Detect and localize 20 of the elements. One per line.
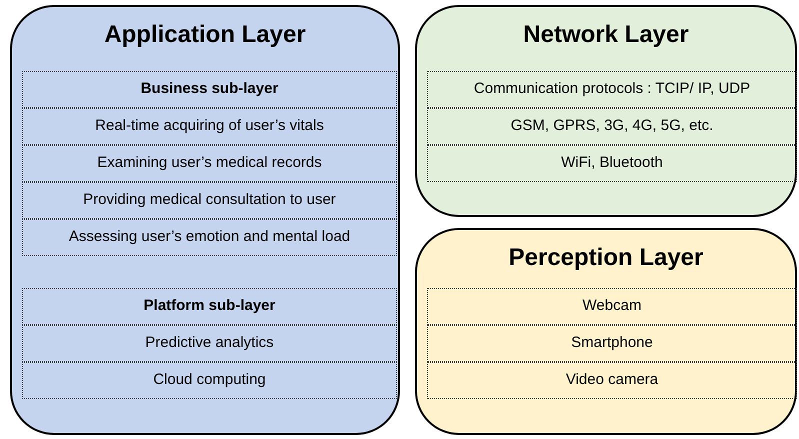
list-row: Video camera [427,362,797,399]
list-row: WiFi, Bluetooth [427,145,797,182]
list-row: Examining user’s medical records [22,145,397,182]
list-row: Cloud computing [22,362,397,399]
list-row: Smartphone [427,325,797,362]
layer-panel [415,228,797,435]
layer-title: Perception Layer [508,243,704,273]
sublayer-heading-row: Business sub-layer [22,71,397,108]
list-row: Webcam [427,288,797,325]
layer-title: Network Layer [522,20,690,50]
list-row: Real-time acquiring of user’s vitals [22,108,397,145]
layer-title: Application Layer [103,20,307,50]
layer-panel [10,5,400,435]
sublayer-heading-row: Platform sub-layer [22,288,397,325]
list-row: GSM, GPRS, 3G, 4G, 5G, etc. [427,108,797,145]
list-row: Providing medical consultation to user [22,182,397,219]
layer-panel [415,5,797,217]
list-row: Communication protocols : TCIP/ IP, UDP [427,71,797,108]
list-row: Predictive analytics [22,325,397,362]
list-row: Assessing user’s emotion and mental load [22,219,397,256]
